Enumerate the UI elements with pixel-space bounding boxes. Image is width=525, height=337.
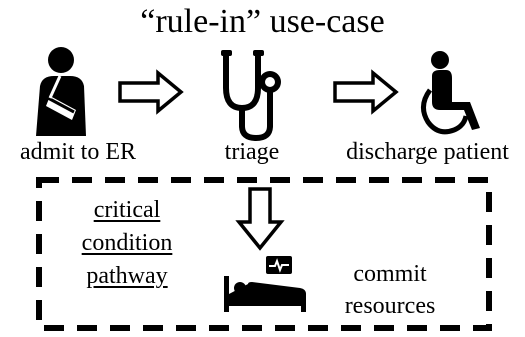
step-label-triage: triage [224,139,280,165]
flow-arrow-1 [118,69,184,115]
pathway-line-1: critical [93,197,161,223]
action-line-1: commit [353,261,427,287]
hospital-bed-icon [224,256,306,312]
step-label-admit: admit to ER [20,139,136,165]
flow-arrow-2 [333,69,399,115]
injured-person-icon [36,47,86,136]
wheelchair-icon [421,51,480,135]
down-arrow [235,187,285,251]
pathway-line-3: pathway [86,263,168,289]
step-label-discharge: discharge patient [346,139,509,165]
pathway-line-2: condition [81,230,173,256]
diagram-title: “rule-in” use-case [140,3,385,40]
stethoscope-icon [221,50,281,142]
action-line-2: resources [344,293,436,319]
